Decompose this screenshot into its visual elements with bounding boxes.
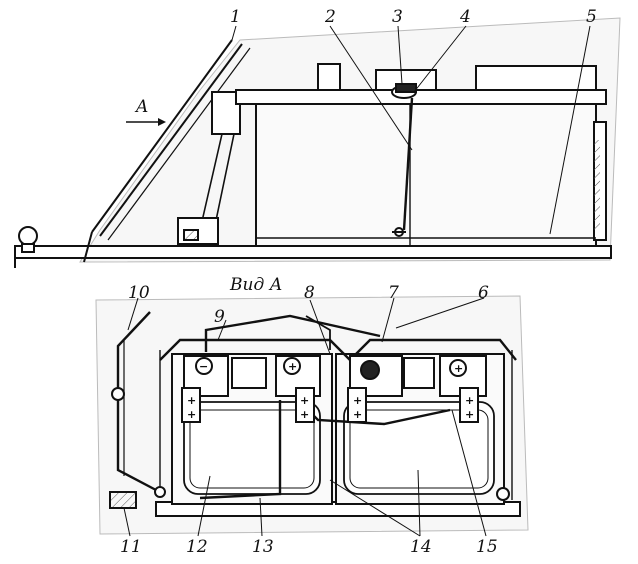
plus-sign-left: + xyxy=(288,360,297,373)
callout-8: 8 xyxy=(304,283,315,303)
chassis-frame xyxy=(14,245,612,259)
cell-plus-4: + xyxy=(300,408,309,421)
view-direction-arrow: A xyxy=(126,97,166,126)
callout-11: 11 xyxy=(120,537,142,557)
top-view xyxy=(95,295,529,535)
callout-10: 10 xyxy=(128,283,150,303)
callout-7: 7 xyxy=(388,283,399,303)
cell-plus-3: + xyxy=(300,394,309,407)
cell-plus-2: + xyxy=(187,408,196,421)
terminal-minus-left xyxy=(195,357,213,375)
cell-plus-1: + xyxy=(187,394,196,407)
minus-sign-left: − xyxy=(199,360,208,373)
view-arrow-label: A xyxy=(134,97,148,117)
callout-13: 13 xyxy=(252,537,274,557)
slanted-panel xyxy=(83,39,251,263)
cell-plus-5: + xyxy=(353,394,362,407)
holder-bar xyxy=(235,89,607,105)
cell-plus-6: + xyxy=(353,408,362,421)
callout-15: 15 xyxy=(476,537,498,557)
callout-9: 9 xyxy=(214,307,225,327)
plus-sign-right: + xyxy=(454,362,463,375)
side-bracket xyxy=(116,311,157,492)
callout-3: 3 xyxy=(392,7,403,27)
tension-rod xyxy=(402,97,414,231)
callout-5: 5 xyxy=(586,7,597,27)
callouts-bottom xyxy=(123,297,487,537)
callout-1: 1 xyxy=(230,7,241,27)
terminal-plus-right xyxy=(449,359,467,377)
terminal-minus-right xyxy=(360,360,380,380)
cable-9 xyxy=(204,314,381,352)
callout-2: 2 xyxy=(324,7,336,27)
cell-plus-8: + xyxy=(465,408,474,421)
callout-12: 12 xyxy=(186,537,208,557)
terminal-plus-left xyxy=(283,357,301,375)
bumper-knob xyxy=(18,226,38,246)
callout-4: 4 xyxy=(459,7,471,27)
view-title: Вид А xyxy=(229,275,283,295)
callout-6: 6 xyxy=(478,283,489,303)
side-view xyxy=(14,17,621,268)
battery-case xyxy=(255,103,597,247)
cable-13 xyxy=(199,400,282,500)
mount-foot xyxy=(109,491,137,509)
cell-plus-7: + xyxy=(465,394,474,407)
callout-14: 14 xyxy=(410,537,432,557)
callouts-top xyxy=(231,25,591,235)
